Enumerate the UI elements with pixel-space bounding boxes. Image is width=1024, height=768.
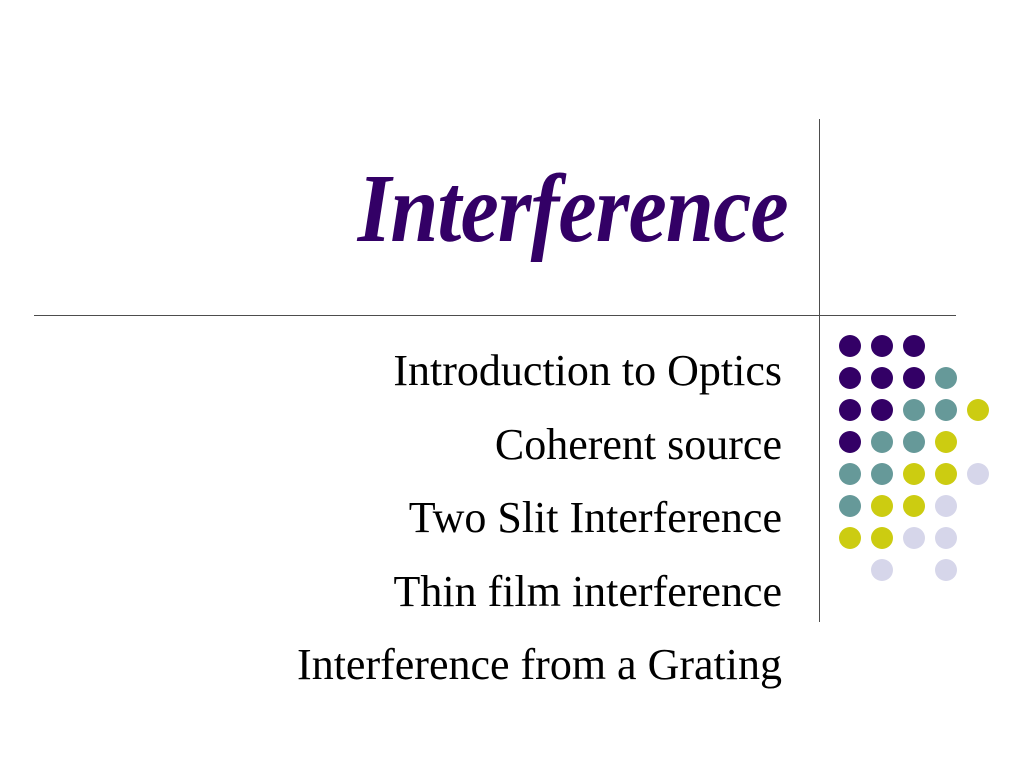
dot-icon — [839, 431, 861, 453]
dot-icon — [935, 527, 957, 549]
subtitle-item-thin-film: Thin film interference — [393, 566, 782, 616]
dot-icon — [839, 495, 861, 517]
dot-icon — [935, 367, 957, 389]
dot-icon — [935, 463, 957, 485]
dot-icon — [903, 367, 925, 389]
decorative-dot-grid-icon — [839, 335, 999, 591]
dot-icon — [871, 527, 893, 549]
slide-title: Interference — [357, 155, 789, 263]
title-placeholder: Interference — [88, 118, 789, 263]
dot-icon — [935, 399, 957, 421]
dot-icon — [871, 335, 893, 357]
dot-icon — [871, 367, 893, 389]
dot-icon — [935, 559, 957, 581]
subtitle-item-coherent-source: Coherent source — [494, 419, 782, 469]
dot-icon — [871, 559, 893, 581]
subtitle-item-grating: Interference from a Grating — [297, 640, 782, 689]
dot-icon — [871, 399, 893, 421]
subtitle-item-two-slit: Two Slit Interference — [408, 493, 782, 542]
vertical-divider — [819, 119, 820, 622]
dot-icon — [935, 495, 957, 517]
dot-icon — [871, 431, 893, 453]
subtitle-list: Introduction to Optics Coherent source T… — [82, 334, 782, 702]
dot-icon — [903, 431, 925, 453]
dot-icon — [903, 399, 925, 421]
dot-icon — [839, 335, 861, 357]
dot-icon — [839, 463, 861, 485]
dot-icon — [903, 527, 925, 549]
dot-icon — [935, 431, 957, 453]
subtitle-item-introduction: Introduction to Optics — [393, 346, 782, 395]
dot-icon — [903, 335, 925, 357]
dot-icon — [839, 399, 861, 421]
dot-icon — [967, 399, 989, 421]
dot-icon — [839, 527, 861, 549]
dot-icon — [967, 463, 989, 485]
dot-icon — [903, 495, 925, 517]
horizontal-divider — [34, 315, 956, 316]
dot-icon — [839, 367, 861, 389]
dot-icon — [903, 463, 925, 485]
dot-icon — [871, 495, 893, 517]
dot-icon — [871, 463, 893, 485]
